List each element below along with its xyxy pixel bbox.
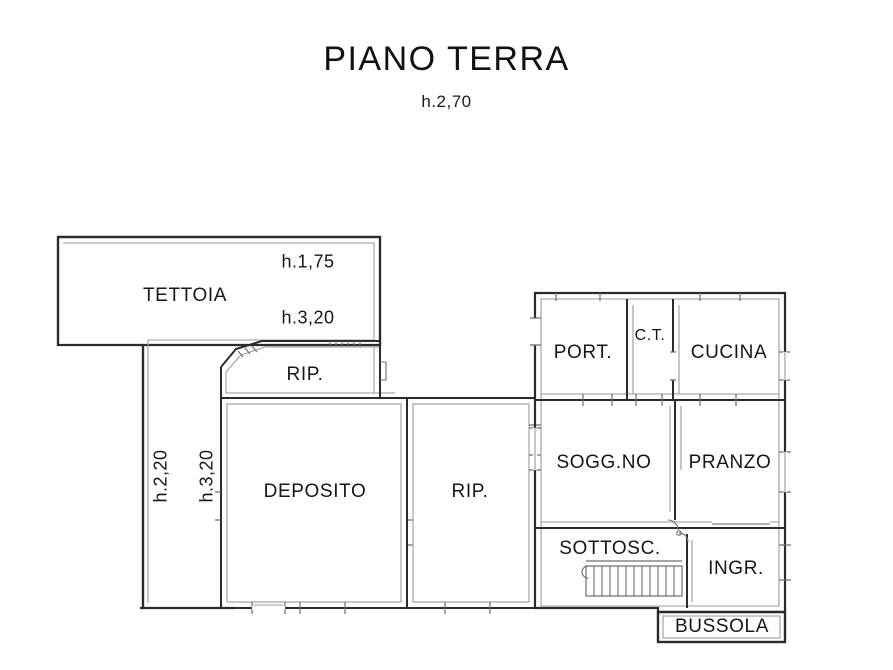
height-note-tettoia: h.1,75 xyxy=(281,251,335,272)
rooms-bottom-band-walls xyxy=(676,530,791,608)
room-deposito-walls xyxy=(215,397,413,614)
page-subtitle: h.2,70 xyxy=(421,92,472,111)
room-bussola-walls xyxy=(656,610,787,644)
page-title: PIANO TERRA xyxy=(323,40,570,78)
rooms-top-band-walls xyxy=(530,293,790,406)
staircase-sottoscala xyxy=(581,560,683,597)
room-rip-mid-walls xyxy=(406,397,541,614)
rooms-middle-band-walls xyxy=(529,400,791,531)
height-note-rip: h.3,20 xyxy=(281,307,335,328)
room-rip-top-walls xyxy=(220,340,400,399)
height-note-left-220: h.2,20 xyxy=(150,449,171,503)
right-wing-outline xyxy=(533,291,787,614)
left-wing-outline xyxy=(40,235,382,616)
height-note-left-320: h.3,20 xyxy=(196,449,217,503)
